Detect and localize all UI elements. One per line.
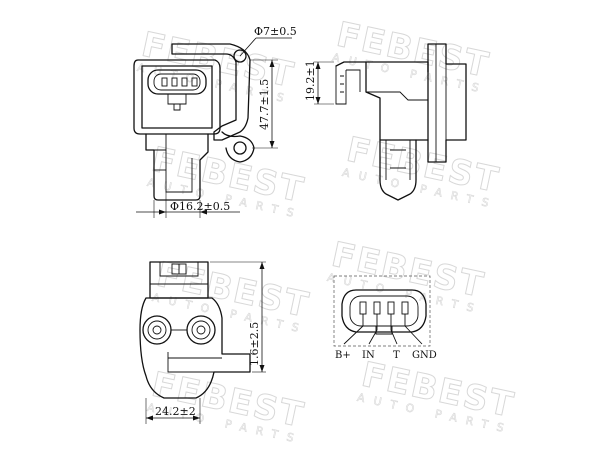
pin-label-b-plus: B+ bbox=[335, 350, 351, 361]
front-pin-2 bbox=[171, 77, 178, 87]
dim-height-arrow-bottom bbox=[269, 141, 275, 148]
front-body-inner bbox=[165, 150, 193, 193]
dim-height-main: 47.7±1.5 bbox=[258, 79, 271, 130]
side-connector-step bbox=[346, 69, 361, 92]
front-latch bbox=[167, 94, 187, 105]
bottom-view: 1.6±2.5 24.2±2 bbox=[139, 261, 266, 424]
side-mid-line bbox=[366, 91, 428, 101]
side-top-edge bbox=[365, 61, 429, 73]
pinout-slot-4 bbox=[401, 301, 409, 315]
side-view: 19.2±1 bbox=[304, 43, 467, 201]
pinout-plug-inner bbox=[349, 295, 419, 327]
pinout-plug-outer bbox=[341, 289, 427, 333]
pinout-leader-2 bbox=[368, 314, 378, 345]
watermark-6: FEBEST AUTO PARTS bbox=[326, 234, 489, 317]
pinout-slot-1 bbox=[359, 301, 367, 315]
front-pin-1 bbox=[161, 77, 168, 87]
dim-hole-leader bbox=[239, 37, 257, 57]
dim-width-arrow-left bbox=[159, 209, 166, 215]
dim-hole-diameter: Φ7±0.5 bbox=[254, 25, 297, 38]
bottom-body bbox=[139, 297, 251, 399]
bottom-boss-right bbox=[186, 315, 216, 345]
dim-conn-arrow-top bbox=[315, 62, 321, 69]
watermark-2: FEBEST AUTO PARTS bbox=[331, 14, 494, 97]
dim-conn-arrow-bottom bbox=[315, 97, 321, 104]
front-plug-face bbox=[147, 69, 207, 95]
front-latch-tip bbox=[173, 104, 181, 111]
watermark-4: FEBEST AUTO PARTS bbox=[341, 129, 504, 212]
front-pin-4 bbox=[191, 77, 198, 87]
dim-width-base: Φ16.2±0.5 bbox=[170, 200, 230, 213]
bottom-boss-left bbox=[142, 315, 172, 345]
watermark-8: FEBEST AUTO PARTS bbox=[356, 354, 519, 437]
pinout-leader-4 bbox=[404, 314, 423, 345]
front-body-lower bbox=[145, 133, 209, 201]
side-connector-ribs bbox=[340, 75, 344, 93]
pinout-leader-1 bbox=[343, 314, 364, 345]
pin-label-in: IN bbox=[362, 350, 375, 361]
side-body-lower bbox=[379, 139, 417, 201]
front-connector-housing bbox=[133, 59, 221, 135]
dim-width-arrow-right bbox=[200, 209, 207, 215]
dim-height-arrow-top bbox=[269, 60, 275, 67]
bottom-boss-right-core bbox=[196, 325, 206, 335]
pinout-view: B+ IN T GND bbox=[333, 275, 437, 361]
watermark-5: FEBEST AUTO PARTS bbox=[151, 254, 314, 337]
dim-connector-height: 19.2±1 bbox=[304, 60, 317, 101]
pinout-frame bbox=[333, 275, 431, 347]
bottom-boss-right-inner bbox=[191, 320, 211, 340]
dim-bwidth-arrow-left bbox=[146, 415, 153, 421]
front-bracket bbox=[171, 43, 251, 141]
pinout-slot-2 bbox=[373, 301, 381, 315]
pinout-key bbox=[375, 326, 393, 335]
front-mount-hole-lower bbox=[233, 141, 247, 155]
watermark-group: FEBEST AUTO PARTS FEBEST AUTO PARTS FEBE… bbox=[136, 14, 519, 447]
dim-bottom-height: 1.6±2.5 bbox=[248, 322, 261, 366]
dim-bottom-arrow-bottom bbox=[259, 365, 265, 372]
front-connector-inner bbox=[141, 65, 213, 129]
pinout-leader-3 bbox=[390, 314, 398, 345]
dim-bottom-arrow-top bbox=[259, 262, 265, 269]
bottom-arm-inner bbox=[167, 352, 214, 373]
pinout-slot-3 bbox=[387, 301, 395, 315]
front-mount-hole-upper bbox=[233, 49, 247, 63]
side-body-ribs bbox=[385, 140, 411, 180]
side-body-bands bbox=[390, 149, 406, 169]
pin-label-gnd: GND bbox=[412, 350, 437, 361]
bottom-boss-left-inner bbox=[147, 320, 167, 340]
front-view: Φ7±0.5 47.7±1.5 Φ16.2±0.5 bbox=[133, 25, 297, 218]
dim-bottom-width: 24.2±2 bbox=[155, 405, 196, 418]
bottom-boss-left-core bbox=[152, 325, 162, 335]
bottom-connector-inner bbox=[159, 262, 199, 277]
dim-bwidth-arrow-right bbox=[193, 415, 200, 421]
side-flange bbox=[427, 43, 467, 163]
front-pin-3 bbox=[181, 77, 188, 87]
front-plug-inner bbox=[153, 73, 201, 91]
side-connector-face bbox=[335, 66, 347, 105]
pin-label-t: T bbox=[393, 350, 400, 361]
